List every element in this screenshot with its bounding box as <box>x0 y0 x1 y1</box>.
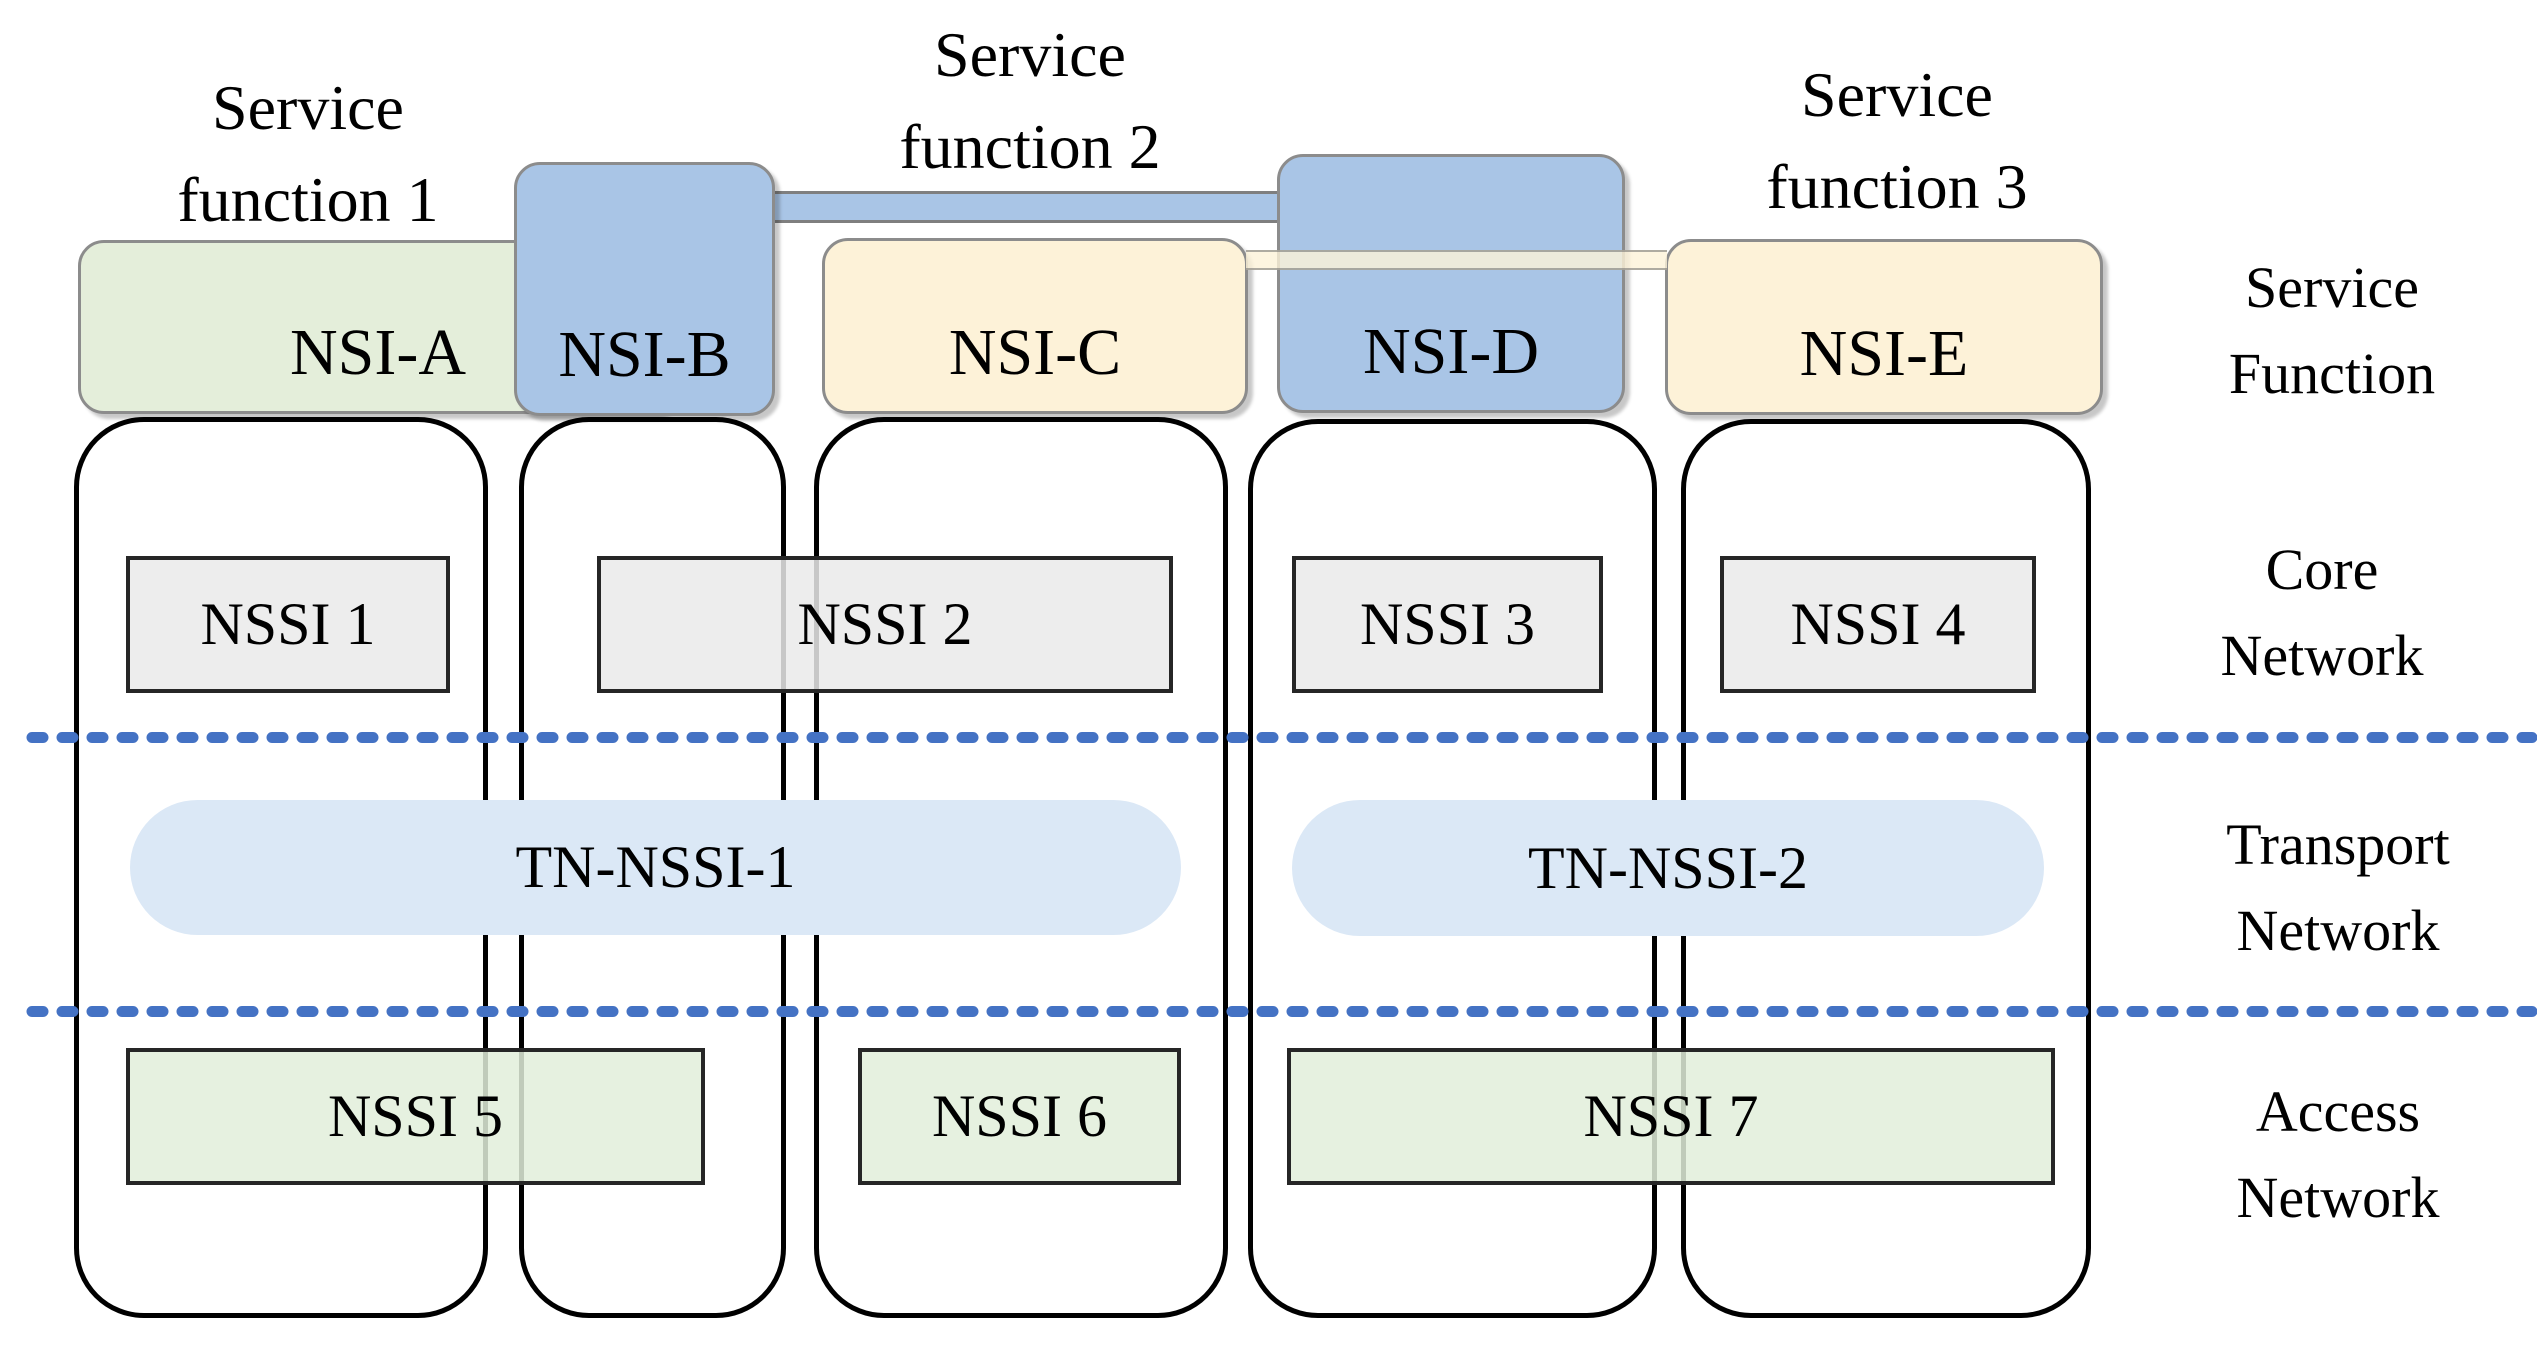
layer-label-service-function: Service Function <box>2228 255 2436 406</box>
layer-label-transport-network: Transport Network <box>2226 812 2450 963</box>
nssi-4-box: NSSI 4 <box>1720 556 2036 693</box>
nssi-5-box: NSSI 5 <box>126 1048 705 1185</box>
nssi-6-box: NSSI 6 <box>858 1048 1181 1185</box>
label-service-function-3: Service function 3 <box>1766 59 2028 222</box>
label-service-function-2: Service function 2 <box>899 19 1161 182</box>
tn-nssi-1-pill: TN-NSSI-1 <box>130 800 1181 935</box>
connector-nsi-c-to-nsi-e <box>1246 250 1667 270</box>
layer-label-access-network: Access Network <box>2236 1079 2440 1230</box>
label-service-function-1: Service function 1 <box>177 72 439 235</box>
divider-transport-access <box>26 1006 2537 1017</box>
tn-nssi-2-pill: TN-NSSI-2 <box>1292 800 2044 936</box>
nssi-1-box: NSSI 1 <box>126 556 450 693</box>
layer-label-core-network: Core Network <box>2220 537 2424 688</box>
divider-core-transport <box>26 732 2537 743</box>
nsi-d-box: NSI-D <box>1277 154 1625 413</box>
nssi-2-box: NSSI 2 <box>597 556 1173 693</box>
connector-nsi-b-to-nsi-d <box>772 191 1279 223</box>
nsi-e-box: NSI-E <box>1665 239 2103 415</box>
nssi-7-box: NSSI 7 <box>1287 1048 2055 1185</box>
nsi-b-box: NSI-B <box>514 162 775 416</box>
nsi-c-box: NSI-C <box>822 238 1248 414</box>
nssi-3-box: NSSI 3 <box>1292 556 1603 693</box>
